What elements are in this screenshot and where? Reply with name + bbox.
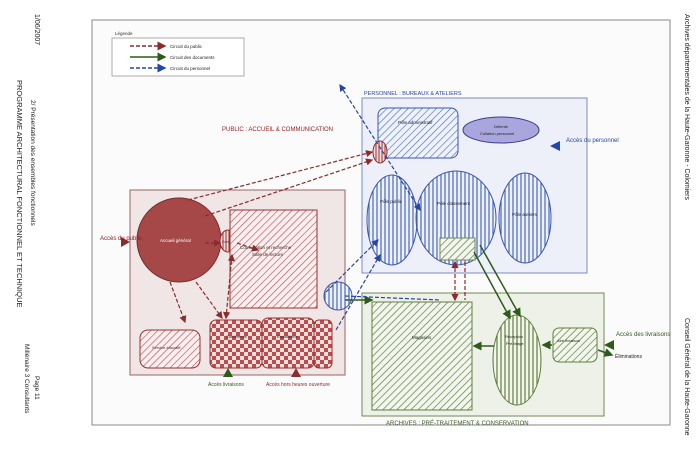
node-pole-ateliers xyxy=(498,172,552,264)
right-top-text: Archives départementales de la Haute-Gar… xyxy=(683,14,690,200)
node-consultation-label: Consultation et recherche xyxy=(240,245,292,250)
node-pre-triage-label: Pré-triage xyxy=(506,341,524,346)
node-pole-administratif xyxy=(377,107,459,159)
node-consultation xyxy=(229,209,318,309)
node-service-educatif-label: Service éducatif xyxy=(152,345,181,350)
node-conference xyxy=(209,319,263,369)
node-pole-public-label: Pôle public xyxy=(380,199,403,204)
access-livraisons-left-arrow xyxy=(223,368,233,377)
node-aire-livraison-label: Aire livraison xyxy=(557,338,580,343)
circuit-personnel xyxy=(325,83,441,331)
access-personnel-label: Accès du personnel xyxy=(566,138,619,144)
node-expositions xyxy=(261,317,315,369)
legend-title: Légende xyxy=(115,31,133,36)
node-accueil-label: Accueil général xyxy=(160,238,191,243)
legend-item-public: Circuit du public xyxy=(170,44,203,49)
node-reception xyxy=(492,314,542,406)
node-detente xyxy=(462,116,540,144)
legend-item-documents: Circuit des documents xyxy=(170,55,215,60)
node-pole-classement-label: Pôle classement xyxy=(437,201,471,206)
node-detente-label: Détente xyxy=(494,124,509,129)
zone-archives-label: ARCHIVES : PRÉ-TRAITEMENT & CONSERVATION xyxy=(386,420,529,427)
node-conference-label: Conférence xyxy=(226,334,247,339)
access-livraisons-right-arrow xyxy=(604,340,614,350)
node-aire-livraison xyxy=(552,327,598,363)
node-reception-label: Réception xyxy=(505,334,523,339)
author-text: Millénaire 3 Consultants xyxy=(23,344,30,414)
access-public-arrow xyxy=(121,237,130,247)
circuit-documents xyxy=(345,244,614,357)
node-tri-small xyxy=(439,237,476,261)
page-number: Page 11 xyxy=(33,376,40,400)
node-service-educatif xyxy=(139,329,201,369)
node-pole-public xyxy=(366,174,418,266)
node-collation-label: Collation personnel xyxy=(480,131,514,136)
node-pole-administratif-label: Pôle administratif xyxy=(398,120,433,125)
node-magasins-label: Magasins xyxy=(412,335,432,340)
access-hors-heures-label: Accès hors heures ouverture xyxy=(266,382,330,388)
zone-public-label: PUBLIC : ACCUEIL & COMMUNICATION xyxy=(222,127,333,133)
access-public-label: Accès du public xyxy=(100,236,142,242)
node-salle-lecture-label: Salle de lecture xyxy=(252,252,284,257)
node-eliminations-label: Éliminations xyxy=(615,353,642,360)
access-personnel-arrow xyxy=(550,141,560,151)
access-livraisons-right-label: Accès des livraisons xyxy=(616,332,670,338)
node-pole-ateliers-label: Pôle ateliers xyxy=(512,212,538,217)
access-hors-heures-arrow xyxy=(291,368,301,377)
node-expositions-label: Expositions xyxy=(277,334,297,339)
node-magasins xyxy=(371,301,473,411)
node-extra-check xyxy=(313,319,333,369)
programme-title: PROGRAMME ARCHITECTURAL FONCTIONNEL ET T… xyxy=(15,80,24,308)
legend-item-personnel: Circuit du personnel xyxy=(170,66,210,71)
right-bottom-text: Conseil Général de la Haute-Garonne xyxy=(683,318,690,436)
programme-subtitle: 2/ Présentation des ensembles fonctionne… xyxy=(29,100,36,226)
node-small-admin xyxy=(372,140,388,164)
zone-personnel-label: PERSONNEL : BUREAUX & ATELIERS xyxy=(364,91,462,97)
legend: Légende Circuit du public Circuit des do… xyxy=(111,31,245,77)
access-livraisons-left-label: Accès livraisons xyxy=(208,382,244,388)
date-text: 1/06/2007 xyxy=(33,14,40,46)
